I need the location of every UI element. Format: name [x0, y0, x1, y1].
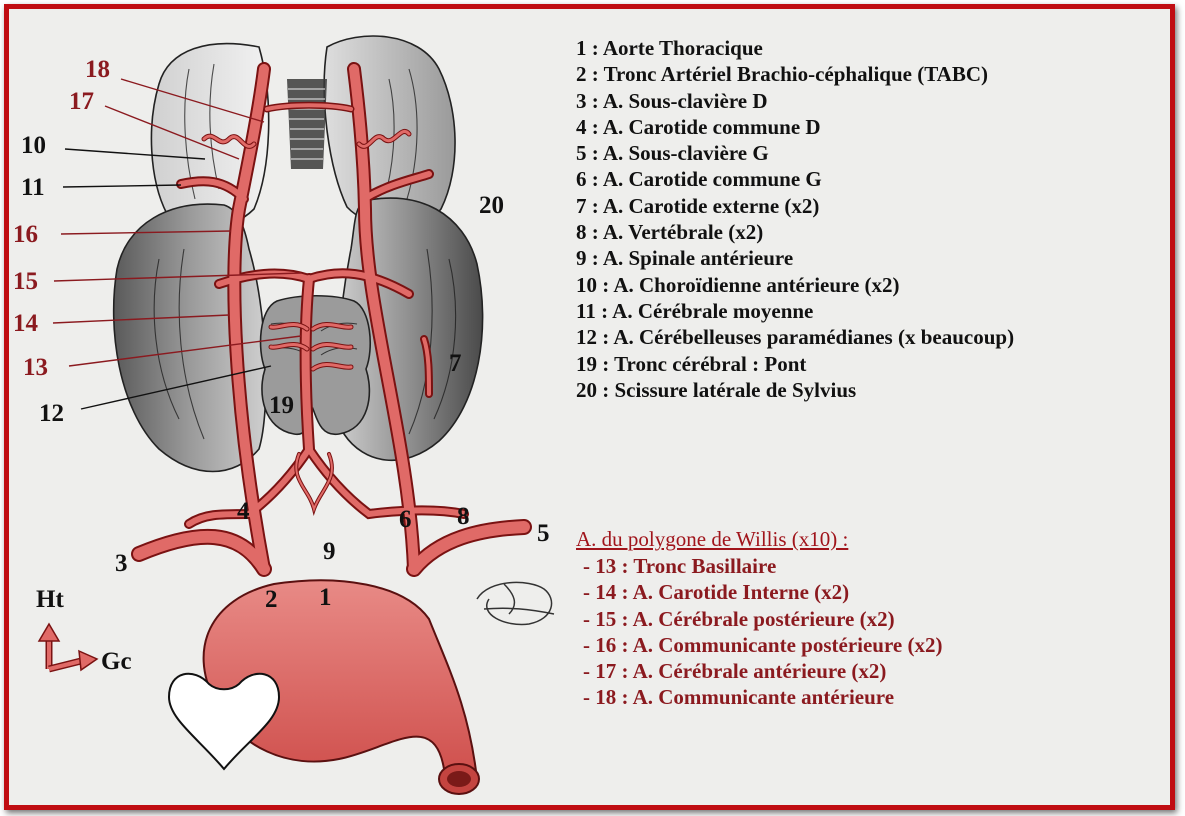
legend-item: 2 : Tronc Artériel Brachio-céphalique (T…	[576, 61, 1175, 87]
label-19: 19	[269, 392, 294, 419]
label-7: 7	[449, 350, 462, 377]
label-12: 12	[39, 400, 64, 427]
legend-item: 3 : A. Sous-clavière D	[576, 88, 1175, 114]
label-14: 14	[13, 310, 39, 337]
willis-item: - 15 : A. Cérébrale postérieure (x2)	[576, 606, 1175, 632]
legend-item: 20 : Scissure latérale de Sylvius	[576, 377, 1175, 403]
label-15: 15	[13, 268, 38, 295]
willis-legend: A. du polygone de Willis (x10) : - 13 : …	[576, 525, 1175, 711]
legend-item: 6 : A. Carotide commune G	[576, 166, 1175, 192]
label-17: 17	[69, 88, 94, 115]
label-8: 8	[457, 503, 470, 530]
willis-item: - 16 : A. Communicante postérieure (x2)	[576, 632, 1175, 658]
brain	[114, 36, 483, 471]
legend-item: 12 : A. Cérébelleuses paramédianes (x be…	[576, 324, 1175, 350]
label-1: 1	[319, 584, 332, 611]
orientation-side-label: Gc	[101, 648, 132, 675]
legend: 1 : Aorte Thoracique 2 : Tronc Artériel …	[576, 35, 1175, 403]
signature	[477, 582, 554, 624]
label-18: 18	[85, 56, 110, 83]
legend-item: 7 : A. Carotide externe (x2)	[576, 193, 1175, 219]
legend-item: 9 : A. Spinale antérieure	[576, 245, 1175, 271]
diagram-frame: Ht Gc 18 17 10 11 20 16 15 14 13 7	[4, 4, 1175, 810]
label-2: 2	[265, 586, 278, 613]
willis-item: - 17 : A. Cérébrale antérieure (x2)	[576, 658, 1175, 684]
label-3: 3	[115, 550, 128, 577]
willis-title: A. du polygone de Willis (x10) :	[576, 525, 1175, 553]
label-4: 4	[237, 498, 250, 525]
label-16: 16	[13, 221, 38, 248]
willis-item: - 13 : Tronc Basillaire	[576, 553, 1175, 579]
orientation-up-label: Ht	[36, 586, 64, 613]
willis-item: - 18 : A. Communicante antérieure	[576, 684, 1175, 710]
legend-item: 11 : A. Cérébrale moyenne	[576, 298, 1175, 324]
legend-item: 8 : A. Vertébrale (x2)	[576, 219, 1175, 245]
willis-item: - 14 : A. Carotide Interne (x2)	[576, 579, 1175, 605]
legend-item: 5 : A. Sous-clavière G	[576, 140, 1175, 166]
label-9: 9	[323, 538, 336, 565]
label-10: 10	[21, 132, 46, 159]
legend-item: 19 : Tronc cérébral : Pont	[576, 351, 1175, 377]
label-11: 11	[21, 174, 45, 201]
legend-item: 4 : A. Carotide commune D	[576, 114, 1175, 140]
label-5: 5	[537, 520, 550, 547]
orientation-indicator: Ht Gc	[36, 586, 132, 675]
legend-item: 10 : A. Choroïdienne antérieure (x2)	[576, 272, 1175, 298]
legend-item: 1 : Aorte Thoracique	[576, 35, 1175, 61]
label-6: 6	[399, 506, 412, 533]
label-20: 20	[479, 192, 504, 219]
label-13: 13	[23, 354, 48, 381]
